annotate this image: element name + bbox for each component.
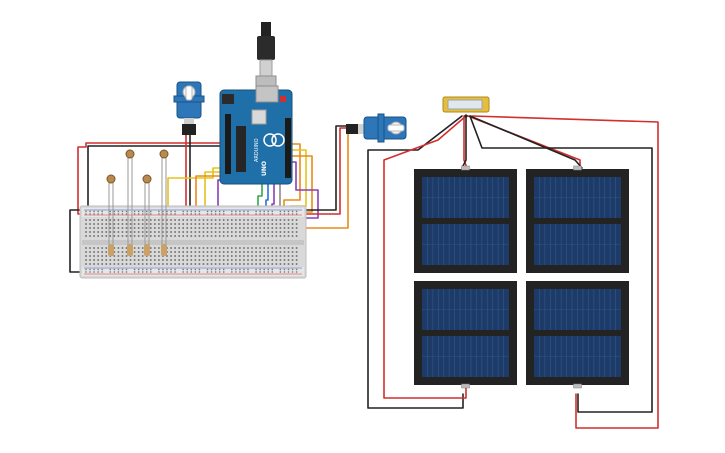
breadboard <box>79 205 307 279</box>
wire-red-mm-right[interactable] <box>467 115 581 169</box>
photoresistor-1[interactable] <box>106 174 116 246</box>
solar-panel-icon <box>414 281 517 385</box>
wire-red-panel-left-bottom[interactable] <box>383 115 467 399</box>
arduino-brand-label: ARDUINO <box>254 138 260 162</box>
solar-panel-3[interactable] <box>414 281 517 389</box>
wire-black-mm-right[interactable] <box>469 115 653 413</box>
photoresistor-icon <box>142 174 152 184</box>
solar-panel-icon <box>526 281 629 385</box>
wire-red-mm-outer[interactable] <box>471 115 659 429</box>
photoresistor-icon <box>106 174 116 184</box>
servo-right[interactable] <box>346 113 407 143</box>
multimeter[interactable] <box>442 96 490 118</box>
servo-left[interactable] <box>173 81 205 135</box>
photoresistor-2[interactable] <box>125 149 135 246</box>
wire-purple-b[interactable] <box>289 161 319 219</box>
wire-black-arduino-gnd[interactable] <box>87 145 223 209</box>
usb-cable[interactable] <box>255 22 277 93</box>
wire-red-mm-left[interactable] <box>463 115 468 169</box>
solar-panel-1[interactable] <box>414 165 517 273</box>
arduino-uno[interactable]: ARDUINO UNO <box>219 85 293 185</box>
arduino-model-label: UNO <box>261 161 268 176</box>
usb-cable-icon <box>255 22 277 93</box>
servo-icon <box>346 113 407 143</box>
photoresistor-4[interactable] <box>159 149 169 246</box>
wire-red-servo-right[interactable] <box>299 127 359 215</box>
solar-panel-4[interactable] <box>526 281 629 389</box>
solar-panel-icon <box>414 169 517 273</box>
solar-panel-2[interactable] <box>526 165 629 273</box>
multimeter-icon <box>442 96 490 118</box>
solar-panels <box>414 165 629 389</box>
wire-black-mm-top[interactable] <box>461 115 467 169</box>
photoresistor-icon <box>159 149 169 159</box>
servo-icon <box>173 81 205 135</box>
breadboard-holes <box>85 210 298 273</box>
photoresistor-icon <box>125 149 135 159</box>
arduino-uno-icon <box>219 85 293 185</box>
photoresistor-3[interactable] <box>142 174 152 246</box>
resistors <box>108 244 167 256</box>
solar-panel-icon <box>526 169 629 273</box>
photoresistors <box>106 149 169 256</box>
wire-panel-tl-tr[interactable] <box>469 115 583 169</box>
